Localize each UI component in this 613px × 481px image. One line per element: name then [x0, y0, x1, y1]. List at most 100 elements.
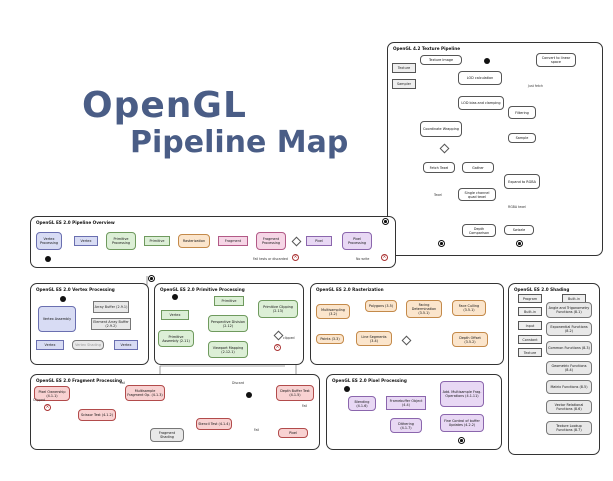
texture-start-node — [484, 58, 490, 64]
facing-determination-node: Facing Determination (3.5.1) — [406, 300, 442, 318]
polygons-node: Polygons (3.5) — [365, 300, 397, 312]
overview-primitive-processing: Primitive Processing — [106, 232, 136, 250]
primitive-vertex-box: Vertex — [161, 310, 189, 320]
primitive-start-node — [172, 294, 178, 300]
overview-rasterization: Rasterization — [178, 234, 210, 248]
vertex-start-node — [60, 296, 66, 302]
dithering-node: Dithering (4.1.7) — [390, 418, 422, 433]
vertex-assembly-node: Vertex Assembly — [38, 306, 76, 332]
overview-discard-end: × — [292, 254, 299, 261]
fetch-texel-node: Fetch Texel — [423, 162, 455, 173]
multisample-fragment-node: Multisample Fragment Op. (4.1.3) — [125, 385, 165, 401]
vertex-panel-title: OpenGL ES 2.0 Vertex Processing — [36, 287, 115, 292]
element-buffer-box: Element Array Buffer (2.9.2) — [91, 318, 131, 330]
fail-note: Fail tests or discarded — [253, 257, 288, 261]
lod-calculation-node: LOD calculation — [458, 71, 502, 85]
sampler-box: Sampler — [392, 79, 416, 89]
points-node: Points (3.3) — [316, 334, 344, 344]
primitive-box: Primitive — [214, 296, 244, 306]
program-box: Program — [518, 294, 542, 303]
function-geometric: Geometric Functions (8.4) — [546, 361, 592, 375]
fragment-shading-node: Fragment Shading — [150, 428, 184, 442]
multisampling-node: Multisampling (3.2) — [316, 304, 350, 319]
viewport-mapping-node: Viewport Mapping (2.12.1) — [208, 341, 248, 358]
vertex-panel-end — [148, 275, 155, 282]
expand-rgba-node: Expand to RGBA — [504, 174, 540, 189]
fail-label-2: Fail — [254, 428, 260, 432]
function-vector-relational: Vector Relational Functions (8.6) — [546, 400, 592, 414]
scissor-test-node: Scissor Test (4.1.2) — [78, 409, 116, 421]
title-line-1: OpenGL — [82, 85, 247, 126]
fine-control-node: Fine Control of buffer Updates (4.2.2) — [440, 414, 484, 432]
function-exponential: Exponential Functions (8.2) — [546, 322, 592, 336]
fragment-clipped-end: × — [44, 404, 51, 411]
overview-start-node — [45, 256, 51, 262]
texture-panel-title: OpenGL 4.2 Texture Pipeline — [393, 46, 461, 51]
face-culling-node: Face Culling (3.5.1) — [452, 300, 486, 316]
blending-node: Blending (4.1.6) — [348, 396, 376, 411]
texture-box: Texture — [392, 63, 416, 73]
constant-box: Constant — [518, 335, 542, 344]
convert-linear-node: Convert to linear space — [536, 53, 576, 67]
vertex-shading-node: Vertex Shading — [72, 340, 104, 350]
clipped-fragment-label: Clipped — [33, 398, 46, 402]
primitive-panel-title: OpenGL ES 2.0 Primitive Processing — [160, 287, 245, 292]
overview-primitive: Primitive — [144, 236, 170, 246]
built-in-box: Built-in — [518, 307, 542, 316]
coordinate-wrapping-node: Coordinate Wrapping — [420, 121, 462, 137]
framebuffer-box: Framebuffer Object (4.4) — [386, 396, 426, 410]
array-buffer-box: Array Buffer (2.9.1) — [93, 301, 129, 313]
clipped-end: × — [274, 344, 281, 351]
function-texture-lookup: Texture Lookup Functions (8.7) — [546, 421, 592, 435]
pixel-ownership-node: Pixel Ownership (4.1.1) — [34, 386, 70, 401]
texture-end-node-right — [516, 240, 523, 247]
perspective-division-node: Perspective Division (2.12) — [208, 315, 248, 332]
pixel-end-node — [458, 437, 465, 444]
lod-bias-node: LOD bias and clamping — [458, 96, 504, 110]
line-segments-node: Line Segments (3.4) — [356, 331, 392, 346]
pixel-panel-title: OpenGL ES 2.0 Pixel Processing — [332, 378, 407, 383]
vertex-right-box: Vertex — [114, 340, 138, 350]
page-title: OpenGL Pipeline Map — [82, 88, 348, 158]
fragment-start-node — [246, 392, 252, 398]
texture-end-node-left — [438, 240, 445, 247]
swizzle-node: Swizzle — [504, 225, 534, 235]
gather-node: Gather — [462, 162, 494, 173]
primitive-clipping-node: Primitive Clipping (2.13) — [258, 300, 298, 318]
just-fetch-label: Just fetch — [528, 84, 543, 88]
single-channel-node: Single channel quad texel — [458, 188, 496, 201]
texture-shading-box: Texture — [518, 348, 542, 357]
pixel-start-node — [344, 386, 350, 392]
texture-image-node: Texture Image — [420, 55, 462, 65]
rasterization-panel: OpenGL ES 2.0 Rasterization — [310, 283, 504, 365]
fail-label-3: Fail — [302, 404, 308, 408]
stencil-test-node: Stencil Test (4.1.4) — [196, 418, 232, 430]
overview-pixel-processing: Pixel Processing — [342, 232, 372, 250]
overview-vertex: Vertex — [74, 236, 98, 246]
overview-final-node — [382, 218, 389, 225]
function-trig: Angle and Trigonometry Functions (8.1) — [546, 302, 592, 318]
texture-pipeline-panel: OpenGL 4.2 Texture Pipeline — [387, 42, 603, 256]
discard-label: Discard — [232, 381, 244, 385]
overview-fragment: Fragment — [218, 236, 248, 246]
rgba-texel-label: RGBA texel — [508, 205, 526, 209]
no-write-note: No write — [356, 257, 370, 261]
overview-pixel: Pixel — [306, 236, 332, 246]
fragment-panel-title: OpenGL ES 2.0 Fragment Processing — [36, 378, 123, 383]
filtering-node: Filtering — [508, 106, 536, 119]
raster-panel-title: OpenGL ES 2.0 Rasterization — [316, 287, 384, 292]
title-line-2: Pipeline Map — [130, 125, 349, 160]
depth-comparison-node: Depth Comparison — [462, 224, 496, 237]
overview-no-write-end: × — [381, 254, 388, 261]
overview-panel-title: OpenGL ES 2.0 Pipeline Overview — [36, 220, 115, 225]
texel-label: Texel — [434, 193, 442, 197]
fragment-pixel-node: Pixel — [278, 428, 308, 438]
primitive-assembly-node: Primitive Assembly (2.11) — [158, 330, 194, 347]
vertex-left-box: Vertex — [36, 340, 64, 350]
input-box: Input — [518, 321, 542, 330]
overview-fragment-processing: Fragment Processing — [256, 232, 286, 250]
function-common: Common Functions (8.3) — [546, 341, 592, 355]
add-multisample-node: Add. Multisample Frag. Operations (4.1.1… — [440, 381, 484, 407]
depth-buffer-test-node: Depth Buffer Test (4.1.5) — [276, 385, 314, 401]
depth-offset-node: Depth Offset (3.5.2) — [452, 332, 488, 347]
